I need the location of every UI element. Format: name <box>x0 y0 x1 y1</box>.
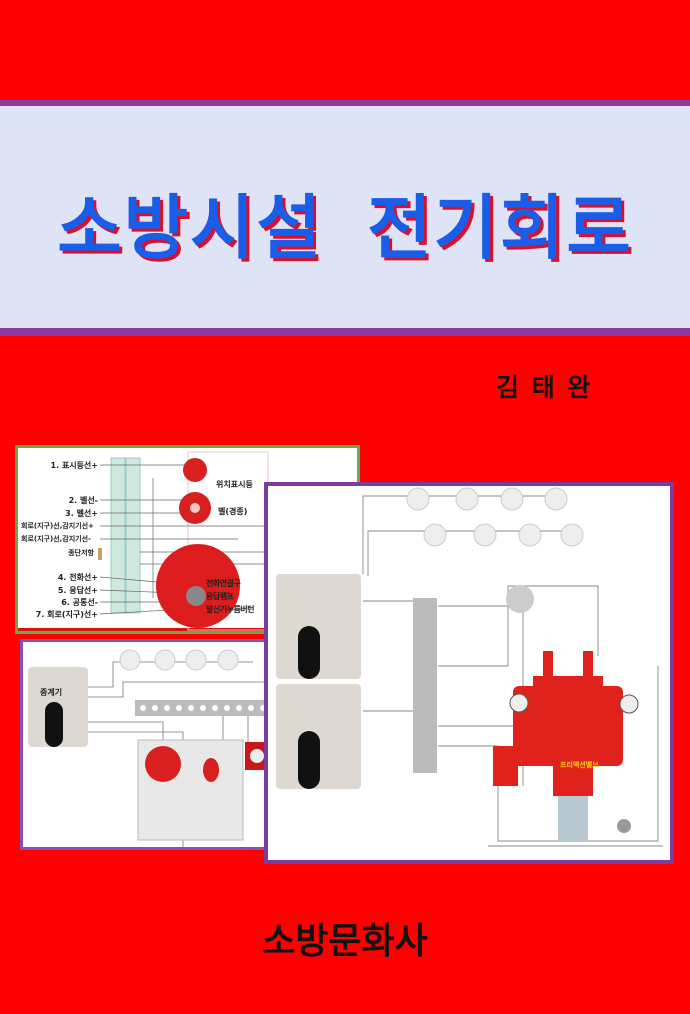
device-label: 위치표시등 <box>216 480 253 489</box>
wire-label: 종단저항 <box>68 549 94 557</box>
valve-label: 프리액션밸브 <box>560 761 599 769</box>
author-name: 김 태 완 <box>496 373 593 402</box>
relay-cabinet-illustration <box>28 649 267 847</box>
speaker-icon <box>506 585 534 613</box>
wire-label: 2. 벨선- <box>68 496 98 505</box>
wire-label: 회로(지구)선,감지기선+ <box>21 522 94 530</box>
terminal-wiring-illustration <box>98 451 357 631</box>
device-label: 발신기누름버턴 <box>206 605 255 614</box>
device-label: 전화연결구 <box>206 579 241 588</box>
wire-label: 7. 회로(지구)선+ <box>35 610 98 619</box>
book-title: 소방시설 전기회로 <box>57 187 633 269</box>
wire-label: 회로(지구)선,감지기선- <box>21 535 91 543</box>
position-lamp-icon <box>183 458 207 482</box>
preaction-valve-illustration <box>276 487 663 847</box>
device-label: 응답램프 <box>206 592 234 601</box>
terminal-strip <box>413 598 437 773</box>
wire-label: 3. 벨선+ <box>65 509 98 518</box>
title-band <box>0 100 690 336</box>
relay-cabinet-diagram: 중계기 <box>20 639 270 850</box>
relay-label: 중계기 <box>40 688 63 697</box>
device-label: 벨(경종) <box>218 507 248 516</box>
wire-label: 4. 전화선+ <box>57 573 98 582</box>
preaction-valve-diagram: 프리액션밸브 <box>264 482 674 864</box>
publisher-name: 소방문화사 <box>262 921 428 962</box>
relay-module-icon <box>276 574 361 679</box>
wire-label: 6. 공통선- <box>61 598 98 607</box>
wire-label: 1. 표시등선+ <box>50 461 98 470</box>
manual-call-point-icon <box>156 544 240 628</box>
preaction-valve-icon <box>493 651 623 796</box>
wire-label: 5. 응답선+ <box>57 586 98 595</box>
